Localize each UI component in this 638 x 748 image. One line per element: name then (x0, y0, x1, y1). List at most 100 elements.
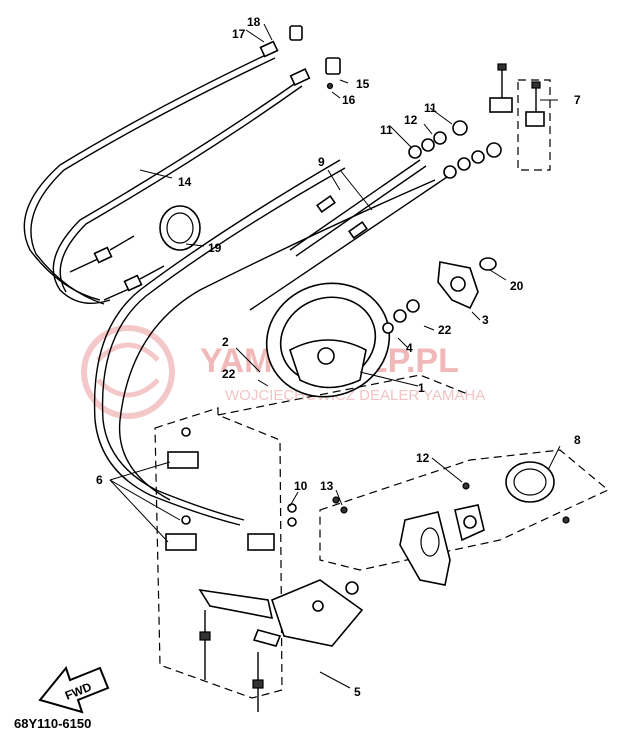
cable-upper-b (30, 57, 276, 305)
callout-3: 3 (482, 313, 489, 327)
steering-shaft (249, 159, 451, 311)
housing-cover-inner (513, 468, 547, 496)
pedal-arm (198, 588, 274, 620)
fwd-arrow-icon (38, 665, 110, 714)
bracket-block (489, 97, 513, 113)
cable-rod (69, 257, 101, 273)
cable-end-fitting (123, 274, 143, 292)
shaft-coupler (316, 195, 336, 213)
cable-rod (139, 265, 165, 280)
nut-14 (332, 496, 340, 504)
callout-16: 15 (356, 77, 370, 91)
bolt (181, 515, 191, 525)
outline-5-left (154, 407, 283, 699)
screw-17 (326, 82, 334, 90)
cable-end-fitting (259, 40, 279, 58)
shaft-coupler (348, 221, 368, 239)
gasket-hole (420, 527, 440, 557)
bracket-block (525, 111, 545, 127)
cable-rod (109, 235, 135, 251)
cable-end-fitting (289, 68, 311, 86)
fwd-arrow: FWD (38, 665, 110, 714)
callout-22a: 22 (438, 323, 452, 337)
diagram-code: 68Y110-6150 (14, 716, 91, 731)
callout-5: 5 (354, 685, 361, 699)
nut-11 (408, 145, 422, 159)
wheel-center (317, 347, 335, 365)
cable-end-fitting (93, 246, 113, 264)
cable-lower-b (101, 167, 346, 521)
callout-17: 16 (342, 93, 356, 107)
gear-housing-8 (332, 461, 570, 586)
shaft-9-a (289, 159, 421, 251)
watermark-logo-mark (96, 342, 160, 398)
callout-21: 20 (510, 279, 524, 293)
washer-12 (421, 138, 435, 152)
cable-mid-b (59, 85, 303, 293)
watermark-sub-text: WOJCIECHOWICZ DEALER YAMAHA (225, 387, 485, 404)
bolt (287, 517, 297, 527)
callout-22b: 22 (222, 367, 236, 381)
callout-8: 8 (574, 433, 581, 447)
pedal-plate (271, 579, 364, 647)
mount-plate-3 (382, 257, 497, 334)
callout-11b: 11 (424, 101, 437, 115)
mount-outlines (154, 374, 610, 699)
callout-2: 2 (222, 335, 229, 349)
washers-nuts (408, 120, 502, 179)
steering-wheel-1 (265, 282, 391, 398)
bracket-assembly-7 (489, 63, 551, 171)
fitting-19 (289, 25, 303, 41)
callout-11a: 11 (380, 123, 393, 137)
watermark-logo (81, 325, 175, 419)
housing-cover (505, 461, 555, 503)
shaft-9-c (249, 174, 451, 311)
bolt-head (531, 81, 541, 89)
callout-9: 9 (318, 155, 325, 169)
cable-mid-a (52, 79, 301, 304)
callout-20: 19 (208, 241, 222, 255)
plate-hole (450, 276, 466, 292)
ring-20-inner (166, 212, 194, 244)
pedal-base-5 (198, 579, 364, 712)
nut-11 (452, 120, 468, 136)
washer-22 (393, 309, 407, 323)
outline-1 (217, 374, 471, 416)
outline-8 (319, 449, 610, 571)
washer-4 (382, 322, 394, 334)
leader-lines (109, 23, 561, 689)
top-fittings (289, 25, 341, 90)
washer (486, 142, 502, 158)
nut (252, 679, 264, 689)
washer-12 (433, 131, 447, 145)
bolt (181, 427, 191, 437)
bolt-head (497, 63, 507, 71)
callout-18: 17 (232, 27, 246, 41)
pedal-bracket (252, 629, 282, 647)
nut-14 (340, 506, 348, 514)
washer (457, 157, 471, 171)
cable-lower-a (93, 159, 341, 526)
callout-19: 18 (247, 15, 261, 29)
callout-6: 6 (96, 473, 103, 487)
control-cables (23, 40, 436, 526)
nut (199, 631, 211, 641)
washer (443, 165, 457, 179)
callout-1: 1 (418, 381, 425, 395)
ring-20 (159, 205, 201, 251)
housing-flange-hole (463, 515, 477, 529)
pedal-knob (345, 581, 359, 595)
shaft-9-b (295, 165, 427, 257)
pedal-pivot (312, 600, 324, 612)
fitting-16 (325, 57, 341, 75)
bolt-13 (462, 482, 470, 490)
callout-7: 7 (574, 93, 581, 107)
callout-14: 13 (320, 479, 334, 493)
washer (471, 150, 485, 164)
callout-4: 4 (406, 341, 413, 355)
cap-21 (479, 257, 497, 271)
clamp-6 (165, 533, 197, 551)
cable-lower-c (118, 179, 436, 501)
clamp-10 (247, 533, 275, 551)
